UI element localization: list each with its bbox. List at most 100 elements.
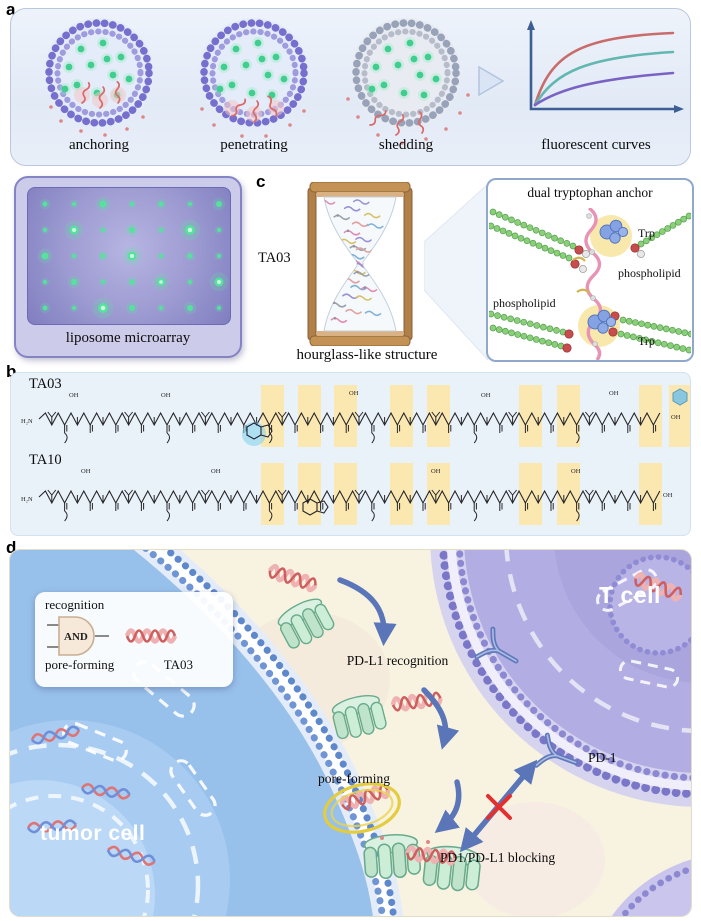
pd1-label: PD-1 bbox=[588, 750, 617, 765]
hourglass-rim-top bbox=[316, 192, 404, 197]
dual-tryptophan-zoom-box: dual tryptophan anchor bbox=[486, 178, 694, 362]
transition-triangle-icon bbox=[478, 65, 505, 97]
pore-forming-label: pore-forming bbox=[318, 771, 390, 786]
ta03-structure bbox=[38, 411, 661, 444]
organelle-capsule bbox=[169, 759, 217, 817]
peptides-penetrating bbox=[200, 94, 306, 138]
curve-low bbox=[533, 71, 675, 107]
curve-high bbox=[533, 31, 675, 107]
panel-d-mechanism: recognition AND pore-forming TA03 T cell bbox=[10, 550, 691, 916]
panel-d-letter: d bbox=[6, 538, 17, 557]
trp-residue-bottom bbox=[587, 309, 617, 334]
atom-labels: H₂N OH OH OH OH OH OH H₂N OH OH OH OH OH bbox=[21, 390, 681, 503]
ta03-row-name: TA03 bbox=[29, 376, 62, 392]
microarray-spots bbox=[37, 196, 229, 319]
svg-text:OH: OH bbox=[671, 414, 681, 421]
liposome-penetrating bbox=[199, 18, 309, 138]
arrow-pore-step bbox=[421, 687, 460, 750]
fluorescence-chart bbox=[527, 20, 684, 113]
hourglass-structure bbox=[307, 182, 413, 346]
hourglass-post-left bbox=[307, 187, 317, 341]
svg-text:OH: OH bbox=[431, 468, 441, 475]
caption-fluorescent-curves: fluorescent curves bbox=[541, 137, 651, 153]
svg-text:H₂N: H₂N bbox=[21, 418, 33, 425]
caption-anchoring: anchoring bbox=[69, 137, 129, 153]
panel-b-sequences: TA03 TA10 H₂N OH OH OH OH OH OH H₂N OH OH OH OH OH bbox=[10, 372, 691, 536]
phospholipid-label-right: phospholipid bbox=[618, 266, 681, 280]
phospholipid-label-left: phospholipid bbox=[493, 296, 556, 310]
svg-text:OH: OH bbox=[571, 468, 581, 475]
ta03-helix-icon bbox=[124, 628, 178, 644]
hourglass-caption: hourglass-like structure bbox=[296, 347, 438, 363]
phospholipid-chains bbox=[489, 208, 691, 354]
trp-label-top: Trp bbox=[638, 226, 655, 240]
panel-c-letter: c bbox=[256, 172, 266, 191]
neighbor-cell bbox=[611, 859, 691, 916]
liposome-microarray: liposome microarray bbox=[14, 176, 242, 358]
side-chain bbox=[576, 288, 590, 294]
svg-text:OH: OH bbox=[481, 392, 491, 399]
arrow-anchoring-step bbox=[337, 577, 397, 647]
ta03-label: TA03 bbox=[163, 657, 193, 672]
peptides-anchoring bbox=[49, 80, 145, 137]
chart-axes bbox=[529, 25, 679, 111]
zoom-connector bbox=[424, 183, 488, 361]
svg-text:OH: OH bbox=[69, 392, 79, 399]
svg-text:OH: OH bbox=[161, 392, 171, 399]
panel-b-letter: b bbox=[6, 362, 17, 381]
ta03-structure-name: TA03 bbox=[258, 250, 291, 266]
recognition-logic-box: recognition AND pore-forming TA03 bbox=[35, 592, 233, 687]
pore-forming-input-label: pore-forming bbox=[45, 657, 115, 672]
microarray-caption: liposome microarray bbox=[65, 330, 191, 346]
tumor-cell-label: tumor cell bbox=[40, 822, 146, 845]
svg-text:OH: OH bbox=[81, 468, 91, 475]
panel-a-assay-scheme: anchoring penetrating shedding fluoresce… bbox=[10, 8, 691, 166]
hourglass-rim-bottom bbox=[316, 331, 404, 336]
pore-forming-highlight-ring bbox=[323, 782, 401, 834]
peptides-shedding bbox=[346, 93, 470, 145]
zoom-title: dual tryptophan anchor bbox=[527, 185, 653, 200]
svg-text:OH: OH bbox=[663, 492, 673, 499]
svg-text:OH: OH bbox=[211, 468, 221, 475]
side-chain bbox=[572, 256, 586, 262]
dye-dots bbox=[214, 37, 290, 101]
hourglass-cap-top bbox=[309, 182, 411, 193]
t-cell-label: T cell bbox=[599, 582, 661, 608]
panel-a-art bbox=[44, 18, 684, 145]
peptide-structures-art: H₂N OH OH OH OH OH OH H₂N OH OH OH OH OH bbox=[21, 385, 690, 525]
curve-mid bbox=[533, 50, 675, 107]
svg-text:OH: OH bbox=[349, 390, 359, 397]
pdl1-recognition-label: PD-L1 recognition bbox=[346, 653, 449, 668]
and-gate-icon: AND bbox=[47, 616, 109, 656]
indole-highlight bbox=[242, 422, 266, 446]
blue-ring-ta03 bbox=[672, 388, 688, 406]
arrow-blocking-step bbox=[434, 779, 462, 834]
dye-dots bbox=[59, 37, 135, 101]
panel-a-letter: a bbox=[6, 0, 16, 19]
liposome-shedding bbox=[346, 18, 470, 145]
trp-indole-ta03 bbox=[246, 422, 273, 440]
y-axis-arrow-icon bbox=[527, 20, 535, 30]
blocking-label: PD1/PD-L1 blocking bbox=[440, 850, 556, 865]
t-cell-organelle bbox=[607, 554, 691, 656]
trp-label-bottom: Trp bbox=[638, 334, 655, 348]
ta10-row-name: TA10 bbox=[29, 452, 62, 468]
liposome-anchoring bbox=[44, 18, 154, 137]
residue-highlight-bands bbox=[261, 385, 690, 525]
hourglass-cap-bottom bbox=[309, 335, 411, 346]
panel-d-art bbox=[10, 550, 691, 916]
hourglass-post-right bbox=[403, 187, 413, 341]
x-axis-arrow-icon bbox=[674, 105, 684, 113]
svg-text:H₂N: H₂N bbox=[21, 496, 33, 503]
blocked-cross-icon bbox=[486, 794, 512, 820]
svg-text:OH: OH bbox=[609, 390, 619, 397]
recognition-input-label: recognition bbox=[45, 597, 105, 612]
caption-shedding: shedding bbox=[378, 137, 434, 153]
trp-residue-top bbox=[599, 219, 629, 244]
ta10-structure bbox=[38, 489, 661, 522]
microarray-screen bbox=[27, 187, 231, 325]
caption-penetrating: penetrating bbox=[220, 137, 288, 153]
zoom-art bbox=[489, 208, 691, 360]
trp-indole-ta10 bbox=[302, 498, 329, 516]
